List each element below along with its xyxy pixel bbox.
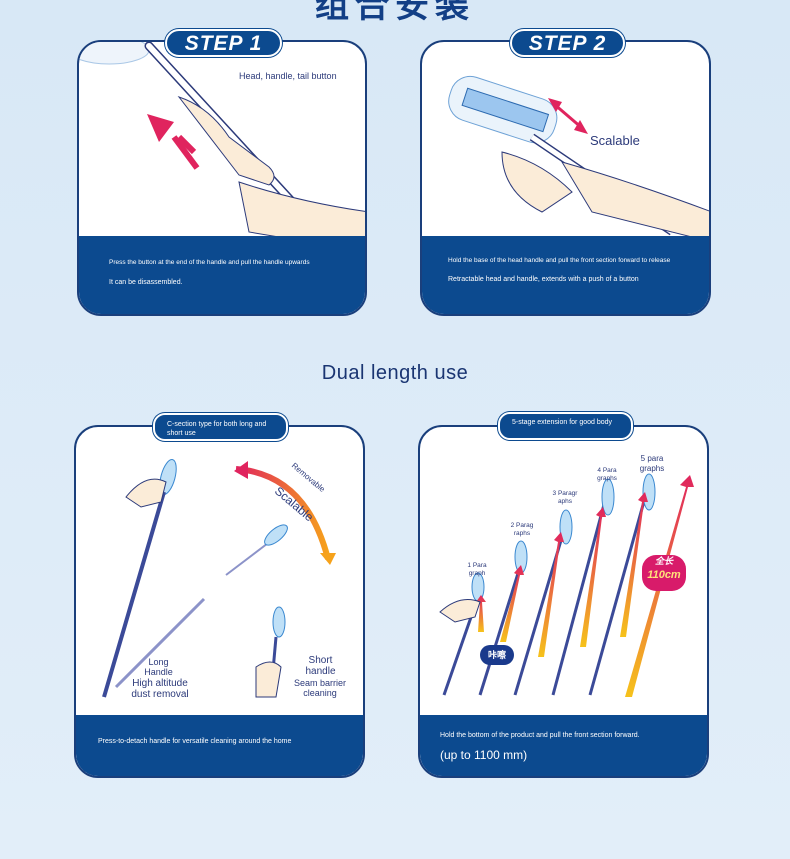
step1-badge: STEP 1 [165, 29, 282, 57]
extension-card: 1 Para graph 2 Parag raphs 3 Paragr aphs… [418, 425, 709, 778]
step2-callout: Scalable [590, 133, 640, 148]
step1-card: Head, handle, tail button Press the butt… [77, 40, 367, 316]
step1-footer: Press the button at the end of the handl… [79, 236, 365, 314]
stage-3-label: 3 Paragr aphs [552, 490, 578, 505]
short-handle-desc: Seam barrier cleaning [293, 678, 347, 698]
stage-4-label: 4 Para graphs [597, 467, 617, 482]
long-handle-desc: High altitude dust removal [131, 678, 189, 700]
extension-footer: Hold the bottom of the product and pull … [420, 715, 707, 776]
c-section-footer: Press-to-detach handle for versatile cle… [76, 715, 363, 776]
c-section-illustration [102, 459, 336, 698]
extension-footer-line2: (up to 1100 mm) [440, 748, 528, 762]
section-title: Dual length use [321, 362, 469, 384]
total-length-badge: 全长 110cm [642, 555, 686, 591]
stage-1-label: 1 Para graph [467, 562, 487, 577]
step1-callout: Head, handle, tail button [239, 71, 337, 81]
total-length-value: 110cm [647, 569, 681, 581]
c-section-card: Removable Scalable Long Handle High alti… [74, 425, 365, 778]
step2-card: Scalable Hold the base of the head handl… [420, 40, 711, 316]
c-section-badge: C-section type for both long and short u… [153, 413, 288, 441]
step2-footer: Hold the base of the head handle and pul… [422, 236, 709, 314]
step2-illustration [448, 75, 709, 242]
click-bubble: 咔嚓 [480, 645, 514, 665]
step1-line2: It can be disassembled. [109, 279, 183, 286]
extension-badge: 5-stage extension for good body [498, 412, 633, 440]
stage-2-label: 2 Parag raphs [510, 522, 534, 537]
page-title: 组合安装 [315, 0, 475, 25]
short-handle-label: Short handle [305, 655, 336, 677]
stage-5-label: 5 para graphs [639, 454, 665, 473]
step1-line1: Press the button at the end of the handl… [109, 259, 310, 266]
step2-badge: STEP 2 [510, 29, 625, 57]
long-handle-label: Long Handle [144, 657, 173, 677]
step2-line1: Hold the base of the head handle and pul… [448, 257, 671, 264]
total-length-label: 全长 [654, 556, 673, 566]
extension-footer-line1: Hold the bottom of the product and pull … [440, 732, 640, 739]
c-section-footer-text: Press-to-detach handle for versatile cle… [98, 738, 292, 745]
step1-illustration [79, 42, 365, 242]
step2-line2: Retractable head and handle, extends wit… [448, 276, 639, 283]
